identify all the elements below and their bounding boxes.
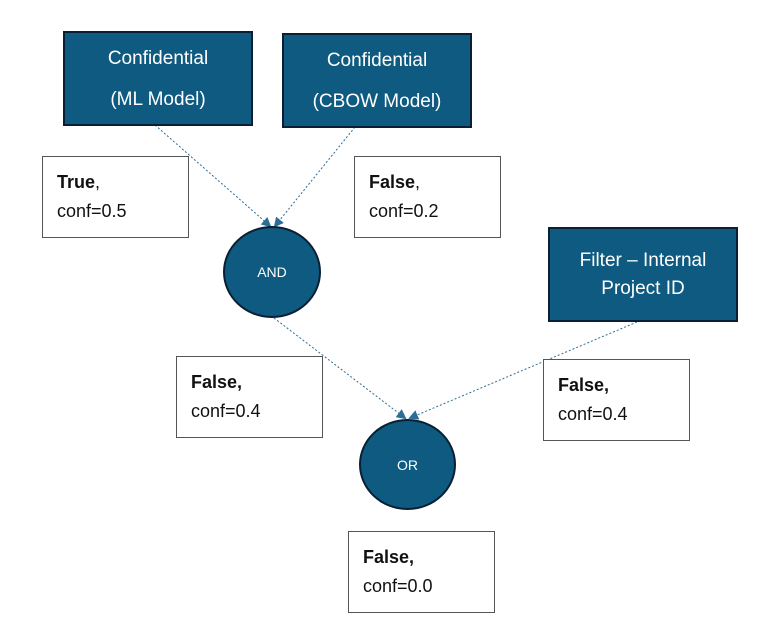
cbow-model-title: Confidential bbox=[326, 49, 428, 71]
or-gate: OR bbox=[359, 419, 456, 510]
or-output-conf: conf=0.0 bbox=[363, 576, 433, 596]
ml-to-and-label: True, conf=0.5 bbox=[42, 156, 189, 238]
and-gate: AND bbox=[223, 226, 321, 318]
ml-to-and-conf: conf=0.5 bbox=[57, 201, 127, 221]
filter-to-or-label: False, conf=0.4 bbox=[543, 359, 690, 441]
edge-and-to-or bbox=[273, 317, 407, 420]
or-output-value: False, bbox=[363, 547, 415, 568]
ml-model-node: Confidential (ML Model) bbox=[63, 31, 253, 126]
ml-model-title: Confidential bbox=[107, 47, 209, 69]
edge-filter-to-or bbox=[408, 321, 638, 420]
cbow-to-and-label: False, conf=0.2 bbox=[354, 156, 501, 238]
cbow-to-and-conf: conf=0.2 bbox=[369, 201, 439, 221]
cbow-to-and-value: False bbox=[369, 172, 416, 193]
filter-to-or-value: False, bbox=[558, 375, 610, 396]
edge-cbow-to-and bbox=[273, 126, 356, 228]
edge-ml-to-and bbox=[154, 124, 272, 228]
filter-subtitle: Project ID bbox=[601, 277, 685, 299]
and-to-or-label: False, conf=0.4 bbox=[176, 356, 323, 438]
ml-to-and-suffix: , bbox=[95, 172, 101, 193]
and-to-or-conf: conf=0.4 bbox=[191, 401, 261, 421]
ml-to-and-value: True bbox=[57, 172, 96, 193]
filter-title: Filter – Internal bbox=[579, 249, 707, 271]
or-output-label: False, conf=0.0 bbox=[348, 531, 495, 613]
cbow-model-node: Confidential (CBOW Model) bbox=[282, 33, 472, 128]
cbow-model-subtitle: (CBOW Model) bbox=[312, 90, 442, 112]
filter-to-or-conf: conf=0.4 bbox=[558, 404, 628, 424]
ml-model-subtitle: (ML Model) bbox=[110, 88, 206, 110]
and-to-or-value: False, bbox=[191, 372, 243, 393]
filter-node: Filter – Internal Project ID bbox=[548, 227, 738, 322]
cbow-to-and-suffix: , bbox=[415, 172, 421, 193]
